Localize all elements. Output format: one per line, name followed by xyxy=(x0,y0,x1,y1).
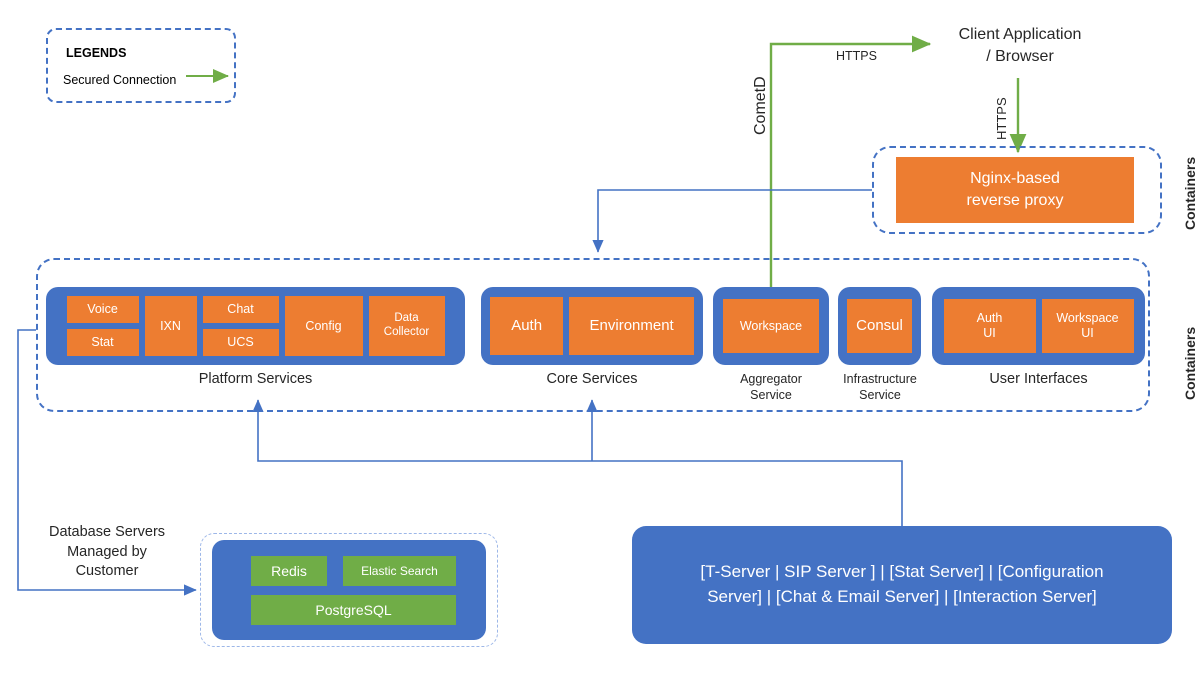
group-platform-services[interactable]: Voice Stat IXN Chat UCS Config Data Coll… xyxy=(46,287,465,365)
tile-postgresql[interactable]: PostgreSQL xyxy=(251,595,456,625)
tile-environment[interactable]: Environment xyxy=(569,297,694,355)
servers-line2: Server] | [Chat & Email Server] | [Inter… xyxy=(707,587,1097,606)
legend-box: LEGENDS Secured Connection xyxy=(46,28,236,103)
client-application-line1: Client Application xyxy=(958,26,1082,43)
group-core-services[interactable]: Auth Environment xyxy=(481,287,703,365)
https-right-label: HTTPS xyxy=(994,97,1009,140)
caption-aggregator-line1: Aggregator xyxy=(740,372,802,386)
https-top-label: HTTPS xyxy=(836,49,877,63)
group-aggregator-service[interactable]: Workspace xyxy=(713,287,829,365)
nginx-to-services-connector xyxy=(592,189,872,253)
servers-line1: [T-Server | SIP Server ] | [Stat Server]… xyxy=(700,562,1104,582)
client-application-label: Client Application / Browser xyxy=(930,24,1110,67)
group-infrastructure-service[interactable]: Consul xyxy=(838,287,921,365)
servers-to-services-connector xyxy=(252,399,903,526)
client-application-line2: / Browser xyxy=(986,47,1054,65)
tile-workspace-ui[interactable]: Workspace UI xyxy=(1041,299,1134,353)
caption-aggregator-service: Aggregator Service xyxy=(713,372,829,403)
tile-auth-ui-line2: UI xyxy=(983,326,996,340)
nginx-containers-label: Containers xyxy=(1182,156,1198,230)
services-container-shell xyxy=(36,258,1150,412)
platform-chat-ucs-stack: Chat UCS xyxy=(202,296,279,356)
platform-voice-stat-stack: Voice Stat xyxy=(66,296,139,356)
tile-elastic-search[interactable]: Elastic Search xyxy=(343,556,456,586)
caption-infrastructure-service: Infrastructure Service xyxy=(830,372,930,403)
tile-workspace[interactable]: Workspace xyxy=(723,299,819,353)
database-outer-shell xyxy=(200,533,498,647)
caption-aggregator-line2: Service xyxy=(750,387,792,402)
caption-user-interfaces: User Interfaces xyxy=(989,371,1088,387)
legend-secured-connection-label: Secured Connection xyxy=(63,73,177,87)
tile-stat[interactable]: Stat xyxy=(66,329,139,356)
tile-workspace-ui-line1: Workspace xyxy=(1056,311,1119,325)
nginx-line2: reverse proxy xyxy=(966,192,1064,209)
legend-title: LEGENDS xyxy=(66,46,127,60)
database-caption-line2: Managed by xyxy=(67,543,147,560)
tile-workspace-ui-line2: UI xyxy=(1081,326,1094,340)
nginx-container-shell xyxy=(872,146,1162,234)
tile-redis[interactable]: Redis xyxy=(251,556,327,586)
tile-chat[interactable]: Chat xyxy=(202,296,279,323)
tile-auth-ui-line1: Auth xyxy=(976,311,1003,325)
tile-data-collector-line1: Data xyxy=(394,312,419,325)
tile-ucs[interactable]: UCS xyxy=(202,329,279,356)
database-box[interactable]: Redis Elastic Search PostgreSQL xyxy=(212,540,486,640)
legacy-servers-box[interactable]: [T-Server | SIP Server ] | [Stat Server]… xyxy=(632,526,1172,644)
database-caption: Database Servers Managed by Customer xyxy=(22,523,192,582)
database-caption-line3: Customer xyxy=(75,563,139,580)
cometd-label: CometD xyxy=(752,76,769,135)
tile-voice[interactable]: Voice xyxy=(66,296,139,323)
tile-data-collector[interactable]: Data Collector xyxy=(368,296,445,356)
tile-consul[interactable]: Consul xyxy=(847,299,912,353)
caption-infrastructure-line1: Infrastructure xyxy=(843,372,917,386)
caption-platform-services: Platform Services xyxy=(198,371,313,387)
tile-data-collector-line2: Collector xyxy=(383,326,430,338)
database-caption-line1: Database Servers xyxy=(48,524,166,540)
caption-core-services: Core Services xyxy=(546,371,638,387)
services-containers-label: Containers xyxy=(1182,326,1198,400)
tile-auth-ui[interactable]: Auth UI xyxy=(943,299,1036,353)
tile-auth[interactable]: Auth xyxy=(490,297,564,355)
tile-config[interactable]: Config xyxy=(284,296,363,356)
caption-infrastructure-line2: Service xyxy=(859,387,901,402)
group-user-interfaces[interactable]: Auth UI Workspace UI xyxy=(932,287,1145,365)
tile-ixn[interactable]: IXN xyxy=(144,296,197,356)
nginx-reverse-proxy-box[interactable]: Nginx-based reverse proxy xyxy=(896,157,1134,223)
nginx-line1: Nginx-based xyxy=(970,170,1060,188)
